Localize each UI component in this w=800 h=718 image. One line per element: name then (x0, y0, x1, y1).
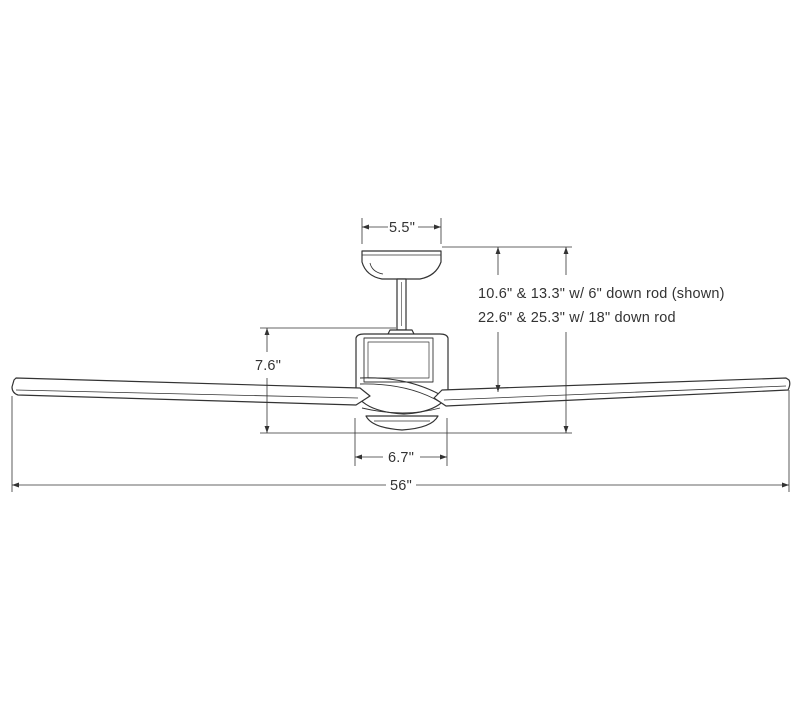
light-cap (365, 415, 439, 431)
right-blade (433, 377, 791, 407)
motor-housing (355, 333, 449, 415)
motor-width-dimension (354, 418, 448, 466)
drop-height-long-label: 22.6" & 25.3" w/ 18" down rod (478, 310, 676, 326)
ceiling-fan-drawing (11, 250, 791, 431)
canopy-width-dimension (361, 218, 442, 244)
left-blade (11, 377, 371, 406)
dimension-lines (11, 218, 790, 492)
overall-span-dimension (11, 390, 790, 492)
canopy (361, 250, 442, 280)
motor-width-label: 6.7" (388, 450, 414, 466)
motor-height-dimension (260, 327, 560, 434)
drop-height-short-dimension (442, 246, 572, 392)
drop-height-short-label: 10.6" & 13.3" w/ 6" down rod (shown) (478, 286, 725, 302)
overall-span-label: 56" (390, 478, 412, 494)
drop-height-long-dimension (560, 247, 572, 434)
down-rod (386, 278, 416, 337)
motor-height-label: 7.6" (255, 358, 281, 374)
canopy-width-label: 5.5" (389, 220, 415, 236)
